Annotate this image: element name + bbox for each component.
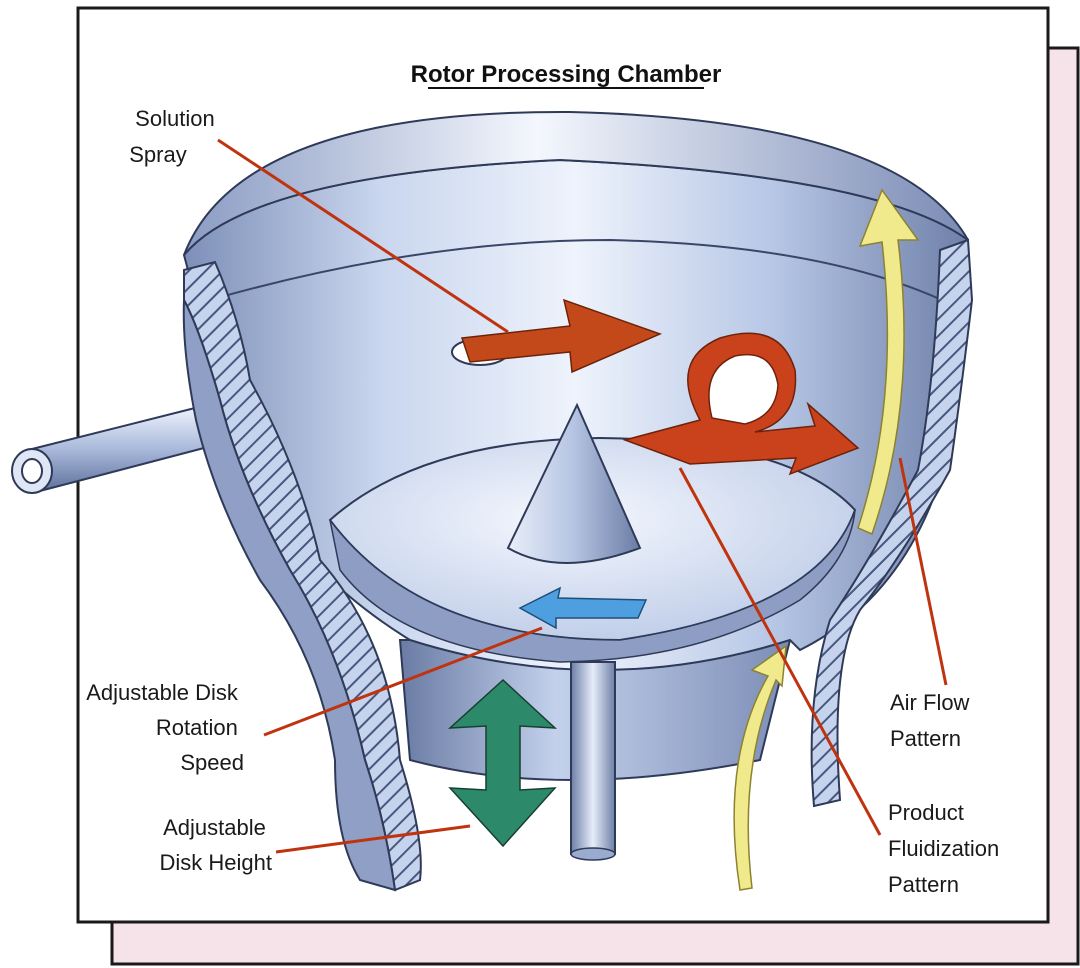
diagram-title: Rotor Processing Chamber — [411, 61, 722, 88]
rotor-shaft — [571, 662, 615, 860]
